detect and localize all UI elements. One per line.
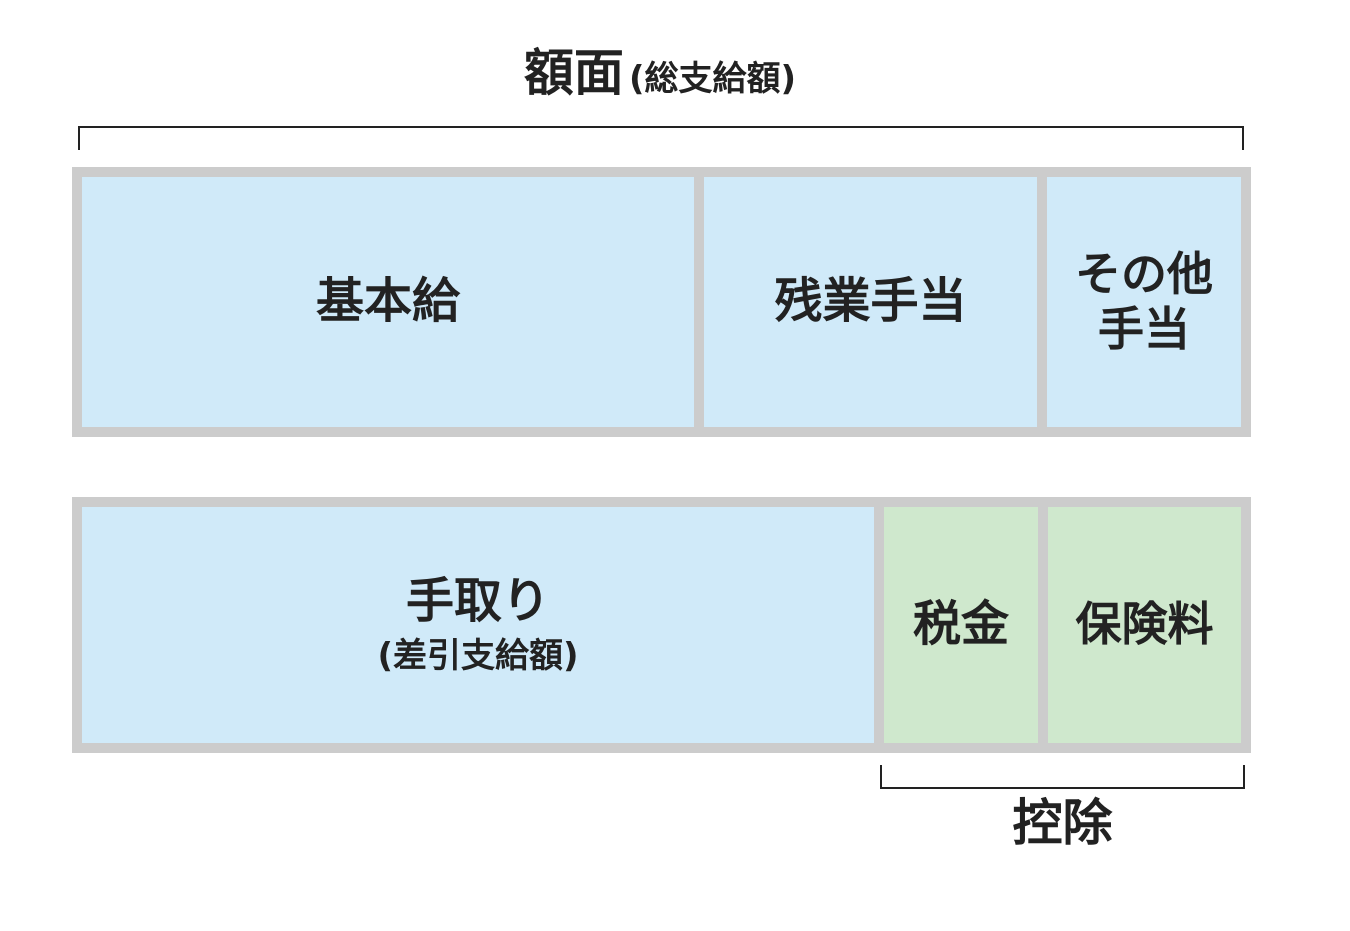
gross-label: 額面 xyxy=(523,44,624,102)
take-home-sublabel: (差引支給額) xyxy=(377,636,579,677)
take-home-cell: 手取り (差引支給額) xyxy=(82,507,874,743)
net-breakdown-row: 手取り (差引支給額) 税金 保険料 xyxy=(72,497,1251,753)
gross-bracket xyxy=(78,126,1244,150)
other-allowance-label-line2: 手当 xyxy=(1098,302,1190,356)
base-salary-cell: 基本給 xyxy=(82,177,694,427)
base-salary-label: 基本給 xyxy=(315,273,460,330)
gross-sublabel: (総支給額) xyxy=(629,59,797,99)
insurance-cell: 保険料 xyxy=(1048,507,1241,743)
other-allowance-label-line1: その他 xyxy=(1075,246,1213,301)
take-home-label: 手取り xyxy=(405,572,550,629)
other-allowance-cell: その他 手当 xyxy=(1047,177,1241,427)
gross-breakdown-row: 基本給 残業手当 その他 手当 xyxy=(72,167,1251,437)
deduction-bracket xyxy=(880,765,1245,789)
overtime-allowance-cell: 残業手当 xyxy=(704,177,1037,427)
overtime-allowance-label: 残業手当 xyxy=(774,273,967,330)
insurance-label: 保険料 xyxy=(1075,597,1214,652)
tax-cell: 税金 xyxy=(884,507,1038,743)
deduction-label: 控除 xyxy=(1012,794,1113,852)
gross-title: 額面 (総支給額) xyxy=(0,48,1320,98)
tax-label: 税金 xyxy=(912,596,1009,653)
